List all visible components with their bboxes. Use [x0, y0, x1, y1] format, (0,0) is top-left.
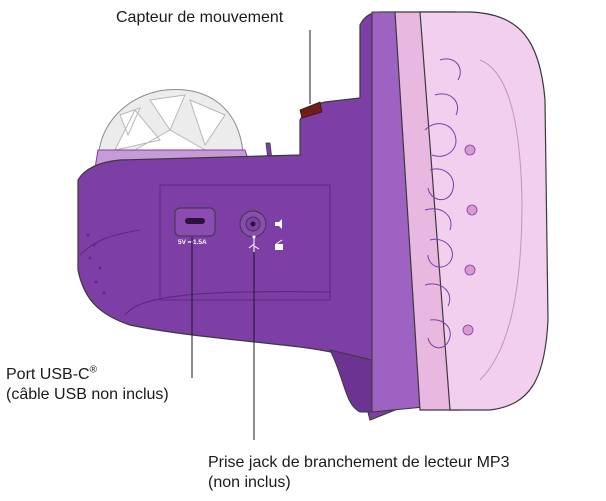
motion-sensor	[299, 101, 323, 119]
radio-icon	[275, 244, 283, 250]
leader-lines	[191, 30, 311, 440]
audio-jack-note: (non inclus)	[208, 474, 291, 491]
usb-port-text: Port USB-C	[6, 366, 90, 383]
audio-jack-label: Prise jack de branchement de lecteur MP3…	[208, 453, 509, 493]
motion-sensor-label: Capteur de mouvement	[116, 8, 283, 28]
light-dome	[94, 88, 251, 169]
motion-sensor-text: Capteur de mouvement	[116, 9, 284, 26]
volume-icon	[275, 219, 282, 229]
usb-c-port-icon	[185, 218, 205, 224]
usb-port-note: (câble USB non inclus)	[6, 386, 169, 403]
audio-jack	[239, 210, 283, 252]
usb-symbol-icon	[248, 235, 260, 252]
side-panel	[371, 11, 549, 413]
registered-mark: ®	[89, 364, 97, 376]
usb-port-label: Port USB-C® (câble USB non inclus)	[6, 365, 169, 405]
audio-jack-text: Prise jack de branchement de lecteur MP3	[208, 454, 510, 471]
